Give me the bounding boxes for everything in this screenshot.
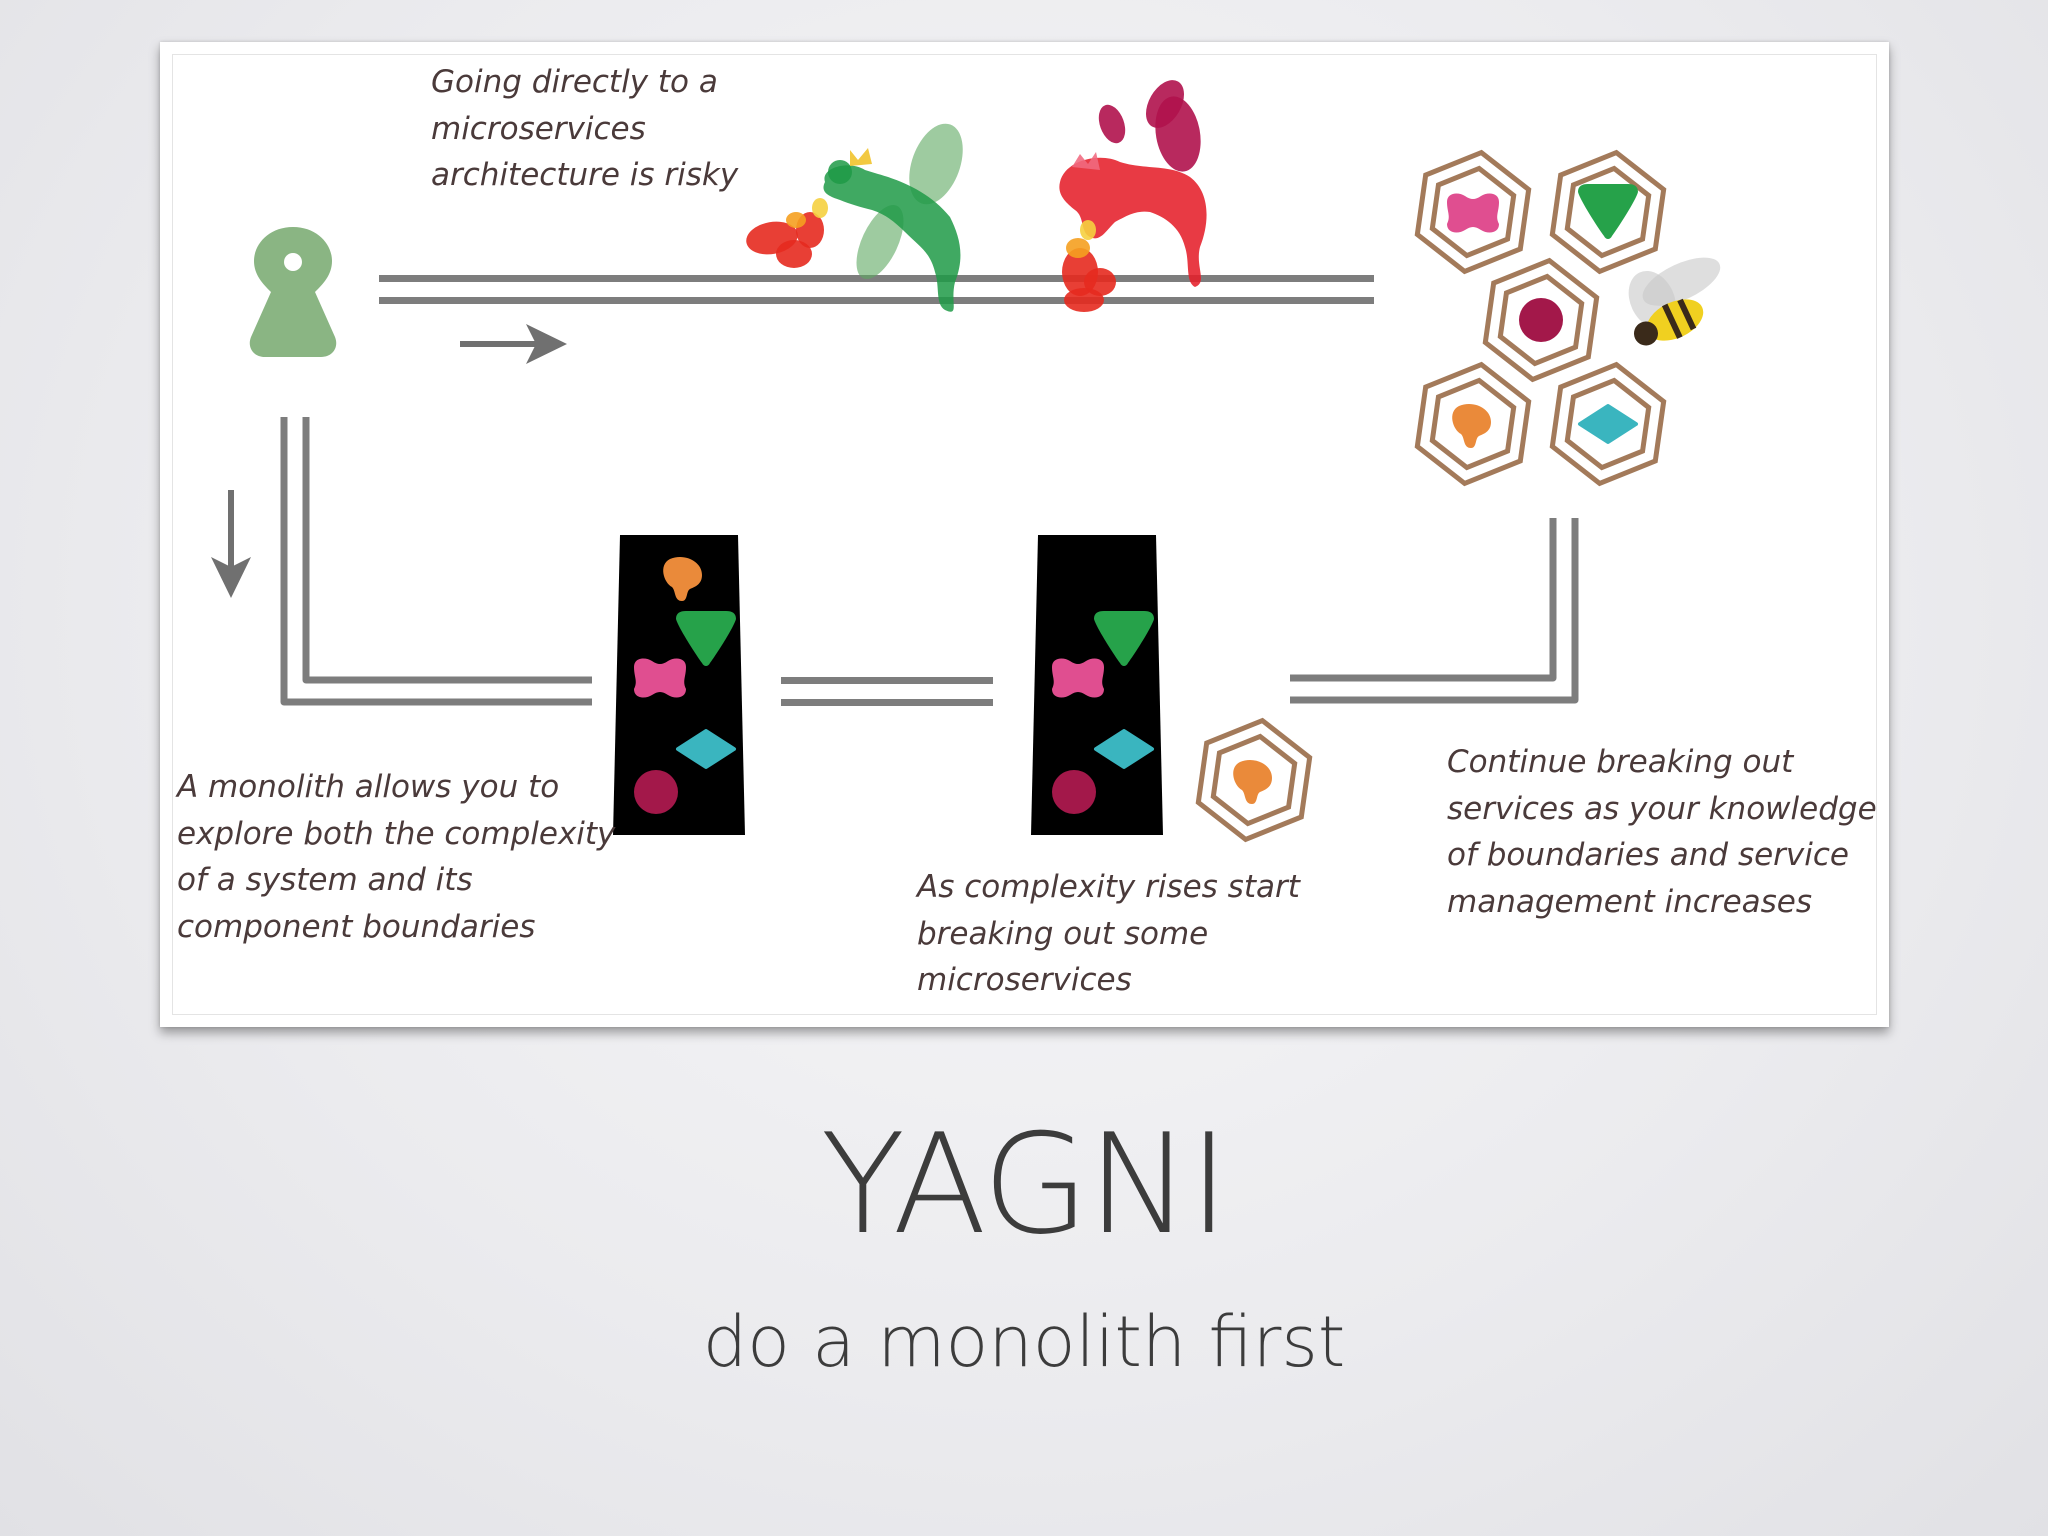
hexagon-service-icon bbox=[1482, 257, 1600, 383]
fire-icon bbox=[1062, 220, 1116, 312]
pawn-icon bbox=[249, 227, 337, 357]
green-dragon-icon bbox=[823, 123, 963, 312]
service-cluster bbox=[1414, 149, 1667, 487]
caption-top: Going directly to a microservices archit… bbox=[431, 64, 739, 193]
hexagon-service-icon bbox=[1549, 361, 1667, 487]
top-track bbox=[379, 275, 1374, 304]
caption-bottom-right: Continue breaking out services as your k… bbox=[1447, 744, 1877, 920]
diagram-card: Going directly to a microservices archit… bbox=[160, 42, 1889, 1027]
hexagon-service-icon bbox=[1414, 149, 1532, 275]
fire-icon bbox=[746, 198, 828, 268]
monolith-block-icon bbox=[1031, 535, 1163, 835]
right-arrow-icon bbox=[460, 324, 567, 364]
hexagon-service-icon bbox=[1414, 361, 1532, 487]
bee-icon bbox=[1628, 257, 1721, 346]
lower-left-track bbox=[280, 417, 592, 706]
red-dragon-icon bbox=[1059, 80, 1207, 287]
hexagon-service-icon bbox=[1195, 717, 1313, 843]
caption-bottom-middle: As complexity rises start breaking out s… bbox=[917, 869, 1300, 998]
diagram-canvas bbox=[211, 80, 1721, 843]
down-arrow-icon bbox=[211, 490, 251, 598]
middle-track bbox=[781, 677, 993, 706]
slide-subtitle: do a monolith first bbox=[702, 1301, 1346, 1383]
lower-right-track bbox=[1290, 518, 1579, 704]
diagram-card-border bbox=[172, 54, 1877, 1015]
slide-title: YAGNI bbox=[820, 1104, 1229, 1265]
hexagon-service-icon bbox=[1549, 149, 1667, 275]
caption-bottom-left: A monolith allows you to explore both th… bbox=[177, 769, 616, 945]
monolith-block-icon bbox=[613, 535, 745, 835]
